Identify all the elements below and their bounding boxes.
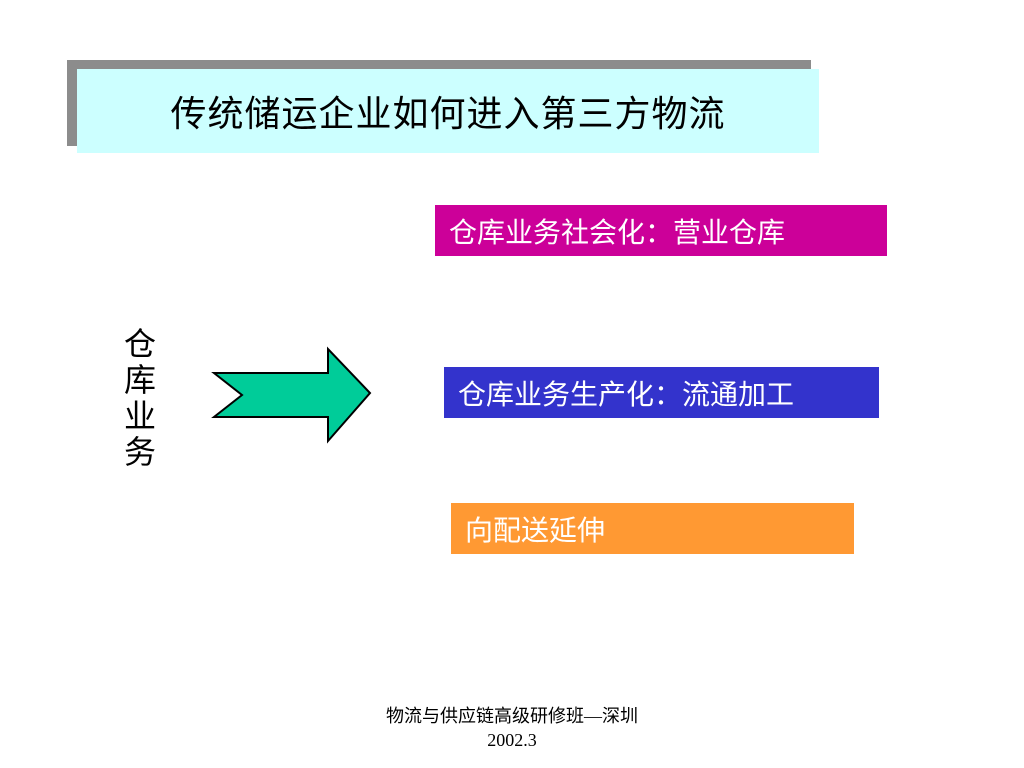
warehouse-socialization-box: 仓库业务社会化：营业仓库 — [435, 205, 887, 256]
box-text: 仓库业务生产化：流通加工 — [458, 377, 795, 411]
slide-title-text: 传统储运企业如何进入第三方物流 — [170, 94, 726, 135]
warehouse-business-label: 仓 库 业 务 — [120, 326, 160, 470]
label-char: 务 — [123, 433, 156, 471]
label-char: 仓 — [123, 325, 156, 363]
footer: 物流与供应链高级研修班—深圳 2002.3 — [0, 704, 1024, 752]
distribution-extension-box: 向配送延伸 — [451, 503, 854, 554]
right-arrow-shape — [211, 346, 372, 444]
footer-line-1: 物流与供应链高级研修班—深圳 — [386, 706, 638, 726]
label-char: 业 — [123, 397, 156, 435]
warehouse-production-box: 仓库业务生产化：流通加工 — [444, 367, 879, 418]
label-char: 库 — [123, 361, 156, 399]
footer-line-2: 2002.3 — [487, 730, 537, 750]
right-arrow-icon — [211, 346, 372, 444]
box-text: 向配送延伸 — [465, 513, 606, 547]
slide-title: 传统储运企业如何进入第三方物流 — [77, 69, 819, 153]
box-text: 仓库业务社会化：营业仓库 — [449, 215, 786, 249]
